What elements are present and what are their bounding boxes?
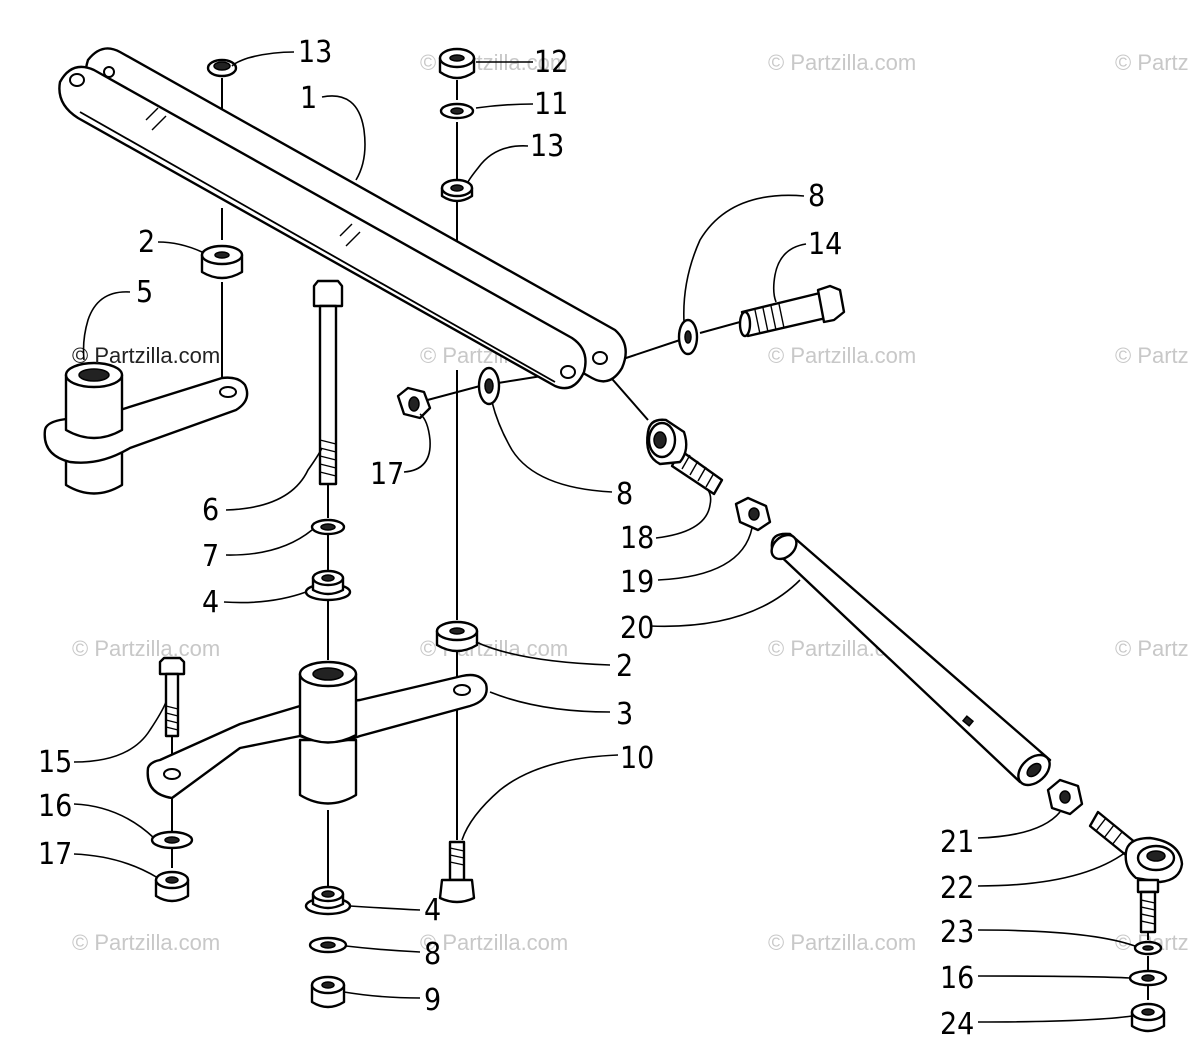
nut-24 bbox=[1130, 1002, 1166, 1033]
callout-8: 8 bbox=[616, 477, 633, 512]
callout-13: 13 bbox=[298, 35, 332, 70]
callout-numbers: 13 1 12 11 13 8 14 2 5 17 8 18 6 19 7 4 … bbox=[38, 35, 974, 1042]
washer-11 bbox=[439, 102, 475, 120]
washer-8-center bbox=[477, 366, 501, 406]
pitman-arm-left bbox=[43, 361, 249, 495]
leader-lines bbox=[73, 51, 1136, 1023]
callout-17: 17 bbox=[370, 457, 404, 492]
bolt-15 bbox=[158, 656, 186, 738]
callout-17: 17 bbox=[38, 837, 72, 872]
callout-2: 2 bbox=[138, 225, 155, 260]
watermark: © Partzilla.com bbox=[72, 636, 220, 661]
callout-3: 3 bbox=[616, 697, 633, 732]
callout-4: 4 bbox=[202, 585, 219, 620]
watermark-overlay: © Partzilla.com bbox=[72, 343, 220, 368]
watermark: © Partz bbox=[1115, 50, 1189, 75]
rod-end-22 bbox=[1088, 810, 1184, 934]
washer-16-right bbox=[1128, 969, 1168, 987]
callout-21: 21 bbox=[940, 825, 974, 860]
nut-9 bbox=[310, 975, 346, 1009]
bushing-13-left bbox=[206, 58, 238, 78]
callout-2: 2 bbox=[616, 649, 633, 684]
tie-rod-tube-20 bbox=[770, 532, 1052, 787]
washer-23 bbox=[1133, 940, 1163, 956]
callout-8: 8 bbox=[424, 937, 441, 972]
drag-link-bar bbox=[58, 47, 627, 390]
bolt-14 bbox=[738, 284, 846, 338]
nut-12 bbox=[438, 47, 476, 80]
watermark: © Partzilla.com bbox=[72, 930, 220, 955]
bolt-6 bbox=[312, 279, 344, 486]
watermark: © Partzilla.com bbox=[420, 930, 568, 955]
callout-1: 1 bbox=[300, 81, 317, 116]
callout-22: 22 bbox=[940, 871, 974, 906]
callout-16: 16 bbox=[38, 789, 72, 824]
callout-18: 18 bbox=[620, 521, 654, 556]
callout-14: 14 bbox=[808, 227, 842, 262]
callout-10: 10 bbox=[620, 741, 654, 776]
callout-6: 6 bbox=[202, 493, 219, 528]
bushing-13-center bbox=[440, 178, 474, 203]
spacer-2-left bbox=[200, 244, 244, 280]
watermark: © Partzilla.com bbox=[768, 50, 916, 75]
flange-nut-4-lower bbox=[304, 885, 352, 916]
callout-9: 9 bbox=[424, 983, 441, 1018]
jam-nut-19 bbox=[734, 496, 772, 532]
nut-17-left bbox=[154, 870, 190, 903]
flange-nut-4-upper bbox=[304, 569, 352, 602]
callout-8: 8 bbox=[808, 179, 825, 214]
watermark: © Partzilla.com bbox=[768, 930, 916, 955]
stud-10 bbox=[438, 840, 476, 904]
steering-arm-3 bbox=[146, 660, 488, 805]
watermark: © Partzilla.com bbox=[768, 343, 916, 368]
rod-end-18 bbox=[646, 418, 724, 496]
spacer-2-center bbox=[435, 620, 479, 653]
callout-4: 4 bbox=[424, 893, 441, 928]
callout-13: 13 bbox=[530, 129, 564, 164]
washer-8-lower bbox=[308, 936, 348, 954]
watermark: © Partz bbox=[1115, 343, 1189, 368]
callout-7: 7 bbox=[202, 539, 219, 574]
callout-5: 5 bbox=[136, 275, 153, 310]
jam-nut-21 bbox=[1046, 778, 1084, 816]
callout-20: 20 bbox=[620, 611, 654, 646]
callout-19: 19 bbox=[620, 565, 654, 600]
callout-16: 16 bbox=[940, 961, 974, 996]
callout-23: 23 bbox=[940, 915, 974, 950]
washer-7 bbox=[310, 518, 346, 536]
callout-15: 15 bbox=[38, 745, 72, 780]
washer-16-left bbox=[150, 830, 194, 850]
callout-24: 24 bbox=[940, 1007, 974, 1042]
callout-12: 12 bbox=[534, 45, 568, 80]
watermark: © Partz bbox=[1115, 636, 1189, 661]
washer-8-right bbox=[677, 318, 699, 356]
nut-17-center bbox=[396, 386, 432, 420]
callout-11: 11 bbox=[534, 87, 568, 122]
